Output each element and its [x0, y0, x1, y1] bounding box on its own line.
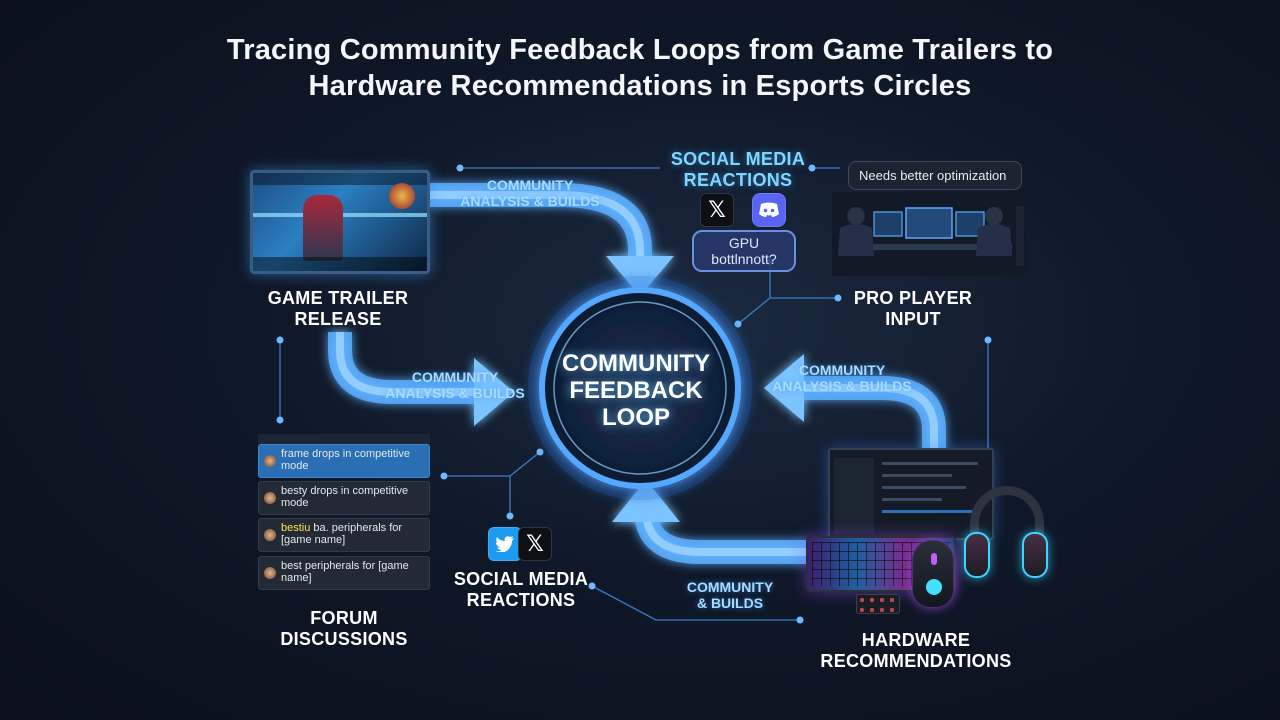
headset-band-illustration	[970, 486, 1044, 570]
trailer-character	[303, 195, 343, 261]
mouse-logo	[926, 579, 942, 595]
connector-forum-social	[444, 475, 511, 516]
node-social-media-bottom: SOCIAL MEDIA REACTIONS	[448, 569, 594, 611]
arrow-label-left: COMMUNITY ANALYSIS & BUILDS	[360, 369, 550, 401]
monitor-line	[882, 462, 978, 465]
monitor-line	[882, 498, 942, 501]
node-social-top-line-2: REACTIONS	[683, 170, 793, 190]
node-forum: FORUM DISCUSSIONS	[258, 608, 430, 650]
node-social-bottom-line-1: SOCIAL MEDIA	[453, 569, 589, 589]
connector-dots	[276, 164, 992, 624]
monitor-line	[882, 474, 952, 477]
arrow-right	[764, 354, 946, 452]
node-social-media-top: SOCIAL MEDIA REACTIONS	[660, 149, 816, 191]
node-trailer-line-1: GAME TRAILER	[267, 288, 409, 308]
arrow-left-line-2: ANALYSIS & BUILDS	[385, 385, 525, 401]
node-hardware: HARDWARE RECOMMENDATIONS	[816, 630, 1016, 672]
x-logo-icon: 𝕏	[518, 527, 552, 561]
center-line-3: LOOP	[601, 404, 670, 431]
title-line-1: Tracing Community Feedback Loops from Ga…	[226, 34, 1054, 66]
discord-glyph-icon	[759, 202, 779, 217]
user-avatar-icon	[264, 529, 276, 541]
connector-social-hardware	[591, 585, 800, 621]
game-trailer-screen	[250, 170, 430, 274]
arrow-label-top: COMMUNITY ANALYSIS & BUILDS	[440, 177, 620, 209]
arrow-bottom-line-2: & BUILDS	[696, 595, 764, 611]
connector-lines	[279, 167, 989, 621]
arrow-top-line-1: COMMUNITY	[486, 177, 574, 193]
node-pro-line-2: INPUT	[885, 309, 941, 329]
forum-post[interactable]: besty drops in competitive mode	[258, 481, 430, 515]
keypad-illustration	[856, 594, 900, 614]
discord-icon	[752, 193, 786, 227]
trailer-minimap	[389, 183, 415, 209]
node-pro-player: PRO PLAYER INPUT	[838, 288, 988, 330]
node-hardware-line-1: HARDWARE	[861, 630, 971, 650]
forum-post-text: best peripherals for [game name]	[281, 560, 409, 584]
arrow-bottom	[612, 480, 808, 564]
optimization-comment-bubble: Needs better optimization	[848, 161, 1022, 190]
arrow-top-line-2: ANALYSIS & BUILDS	[460, 193, 600, 209]
user-avatar-icon	[264, 455, 276, 467]
user-avatar-icon	[264, 492, 276, 504]
trailer-hud-top	[253, 173, 427, 185]
node-trailer-line-2: RELEASE	[294, 309, 382, 329]
node-hardware-line-2: RECOMMENDATIONS	[820, 651, 1012, 671]
gpu-comment-bubble: GPU bottlnnott?	[692, 230, 796, 272]
arrow-right-line-2: ANALYSIS & BUILDS	[772, 378, 912, 394]
title-line-2: Hardware Recommendations in Esports Circ…	[308, 70, 972, 102]
forum-post[interactable]: frame drops in competitive mode	[258, 444, 430, 478]
monitor-sidebar	[834, 458, 874, 534]
mouse-wheel	[931, 553, 937, 565]
arrow-left	[328, 332, 514, 426]
node-game-trailer: GAME TRAILER RELEASE	[248, 288, 428, 330]
node-pro-line-1: PRO PLAYER	[853, 288, 973, 308]
trailer-hud-bottom	[253, 257, 427, 271]
forum-post-text: ba. peripherals for [game name]	[281, 522, 403, 546]
arrow-left-line-1: COMMUNITY	[411, 369, 499, 385]
forum-post-text: besty drops in competitive mode	[281, 485, 409, 509]
forum-post[interactable]: best peripherals for [game name]	[258, 556, 430, 590]
headset-cup-right	[1022, 532, 1048, 578]
twitter-glyph-icon	[495, 536, 514, 552]
center-line-1: COMMUNITY	[562, 350, 710, 377]
forum-header-bar	[258, 434, 430, 444]
forum-post-highlight: bestiu	[281, 522, 311, 534]
arrow-bottom-line-1: COMMUNITY	[686, 579, 774, 595]
monitor-illustration	[828, 448, 994, 540]
forum-post[interactable]: bestiu ba. peripherals for [game name]	[258, 518, 430, 552]
user-avatar-icon	[264, 567, 276, 579]
x-logo-icon: 𝕏	[700, 193, 734, 227]
gaming-mouse-illustration	[912, 540, 954, 608]
center-loop-label: COMMUNITY FEEDBACK LOOP	[546, 350, 726, 431]
arrow-label-right: COMMUNITY ANALYSIS & BUILDS	[752, 362, 932, 394]
node-forum-line-1: FORUM	[310, 608, 378, 628]
pro-players-illustration	[832, 192, 1026, 276]
center-line-2: FEEDBACK	[569, 377, 703, 404]
forum-post-text: frame drops in competitive mode	[281, 448, 410, 472]
arrow-label-bottom: COMMUNITY & BUILDS	[660, 579, 800, 611]
headset-cup-left	[964, 532, 990, 578]
twitter-bird-icon	[488, 527, 522, 561]
arrow-right-line-1: COMMUNITY	[798, 362, 886, 378]
connector-social-ring	[509, 451, 541, 477]
page-title: Tracing Community Feedback Loops from Ga…	[140, 32, 1140, 104]
feedback-ring	[528, 276, 752, 500]
monitor-line	[882, 486, 966, 489]
monitor-line	[882, 510, 972, 513]
node-social-bottom-line-2: REACTIONS	[466, 590, 576, 610]
node-social-top-line-1: SOCIAL MEDIA	[670, 149, 806, 169]
node-forum-line-2: DISCUSSIONS	[280, 629, 408, 649]
